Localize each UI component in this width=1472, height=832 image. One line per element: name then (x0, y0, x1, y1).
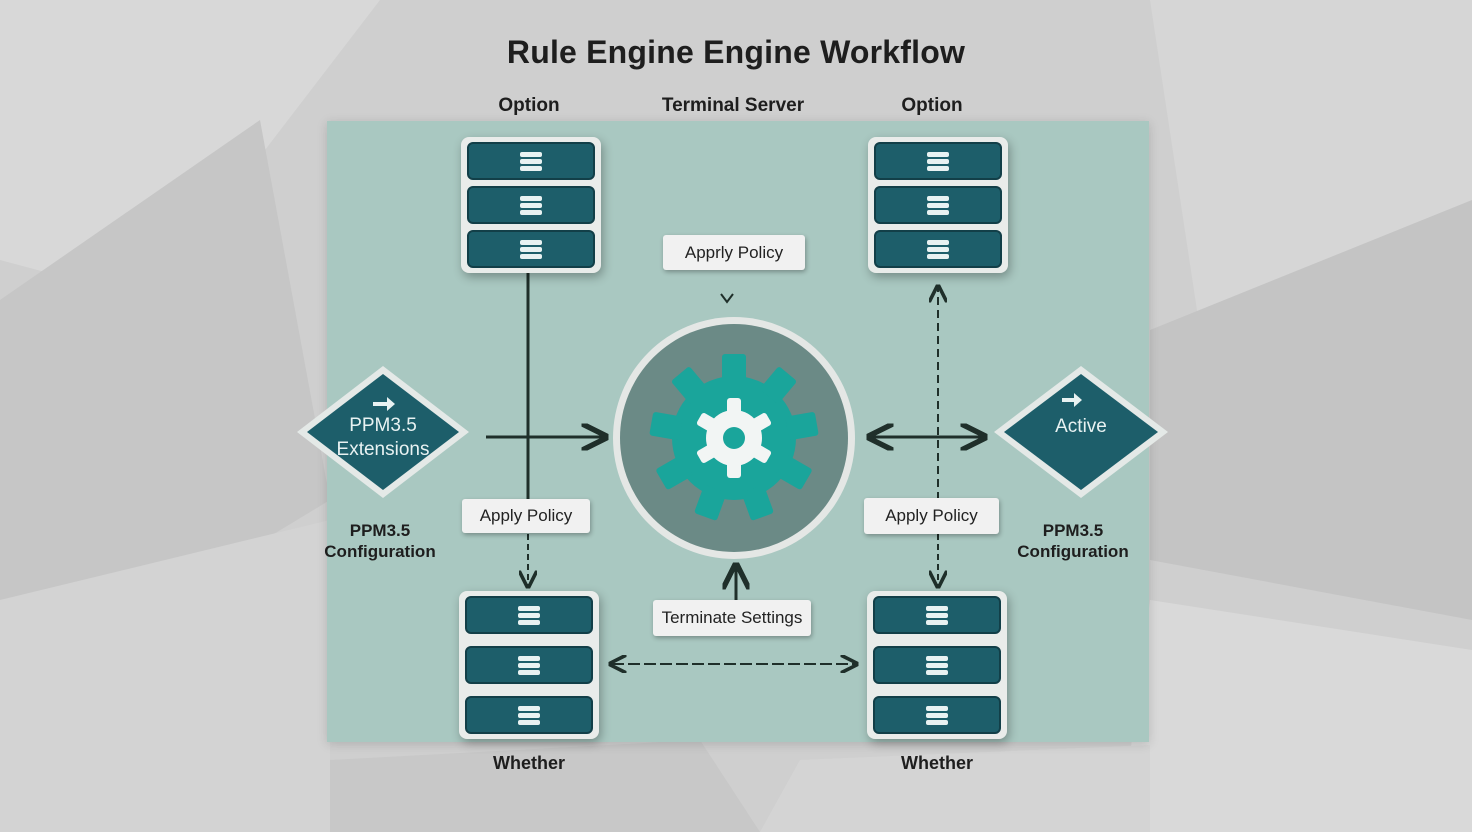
bottom-label-right: Whether (901, 753, 973, 773)
database-icon (520, 196, 542, 215)
database-icon (927, 196, 949, 215)
server-rack (465, 646, 593, 684)
right-decision-node (994, 366, 1168, 498)
rule-engine-hub (613, 317, 855, 559)
database-icon (520, 152, 542, 171)
server-rack (467, 186, 595, 224)
arrow-right-icon (1062, 393, 1082, 407)
database-icon (926, 656, 948, 675)
server-rack (465, 696, 593, 734)
terminate-settings-tag: Terminate Settings (653, 600, 811, 636)
database-icon (518, 656, 540, 675)
column-label-left: Option (498, 95, 560, 116)
server-rack (874, 230, 1002, 268)
server-rack (467, 230, 595, 268)
right-node-label: Active (1055, 416, 1107, 437)
policy-tag-left: Apply Policy (462, 499, 590, 533)
diagram-title: Rule Engine Engine Workflow (506, 34, 966, 70)
left-node-label: PPM3.5 Extensions (313, 414, 453, 462)
left-config-label: PPM3.5 Configuration (318, 520, 442, 562)
left-config-line2: Configuration (324, 542, 436, 561)
server-rack (873, 696, 1001, 734)
database-icon (518, 606, 540, 625)
server-rack (467, 142, 595, 180)
server-rack (465, 596, 593, 634)
server-rack (874, 142, 1002, 180)
right-config-line1: PPM3.5 (1042, 521, 1104, 540)
database-icon (926, 606, 948, 625)
server-top-left (461, 137, 601, 273)
server-rack (873, 596, 1001, 634)
right-config-line2: Configuration (1017, 542, 1129, 561)
arrow-right-icon (373, 397, 395, 411)
right-config-label: PPM3.5 Configuration (1011, 520, 1135, 562)
server-top-right (868, 137, 1008, 273)
database-icon (927, 240, 949, 259)
server-bottom-right (867, 591, 1007, 739)
column-label-center: Terminal Server (661, 95, 805, 116)
gear-icon (649, 354, 819, 521)
left-node-line2: Extensions (336, 439, 430, 460)
server-bottom-left (459, 591, 599, 739)
left-decision-node (297, 366, 469, 498)
database-icon (927, 152, 949, 171)
database-icon (926, 706, 948, 725)
bottom-label-left: Whether (493, 753, 565, 773)
left-config-line1: PPM3.5 (349, 521, 411, 540)
database-icon (518, 706, 540, 725)
column-label-right: Option (901, 95, 963, 116)
policy-tag-right: Apply Policy (864, 498, 999, 534)
left-node-line1: PPM3.5 (349, 415, 417, 436)
policy-tag-top: Apprly Policy (663, 235, 805, 270)
server-rack (874, 186, 1002, 224)
database-icon (520, 240, 542, 259)
server-rack (873, 646, 1001, 684)
